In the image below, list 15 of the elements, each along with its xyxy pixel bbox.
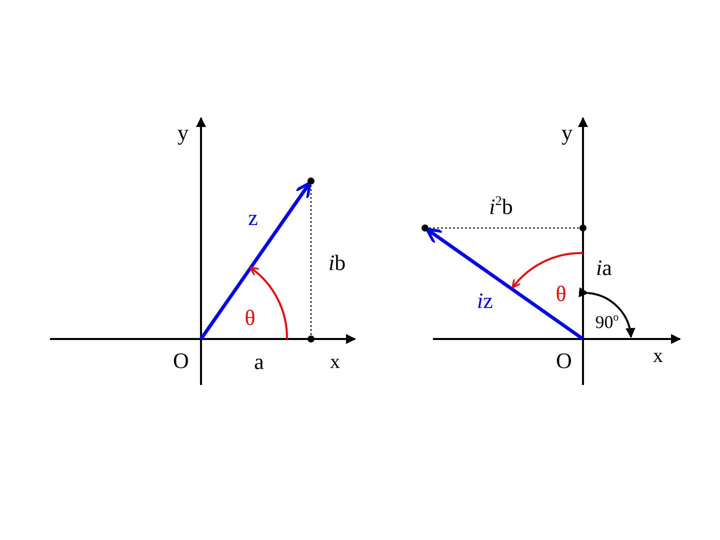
vector-label: iz	[477, 290, 493, 312]
axis-label: y	[562, 122, 572, 144]
component-label: ia	[596, 257, 612, 279]
component-label: ib	[328, 252, 346, 274]
component-label: i$^{2}$b	[489, 196, 513, 218]
angle-label: θ	[556, 283, 566, 305]
origin-label: O	[556, 350, 572, 372]
axis-label: x	[330, 352, 340, 372]
axis-label: x	[653, 346, 663, 366]
vector-label: z	[248, 207, 258, 229]
origin-label: O	[173, 350, 189, 372]
axis-label: y	[178, 122, 188, 144]
component-label: a	[254, 351, 264, 373]
angle-label: 90$^{o}$	[595, 313, 619, 331]
angle-label: θ	[244, 307, 256, 329]
